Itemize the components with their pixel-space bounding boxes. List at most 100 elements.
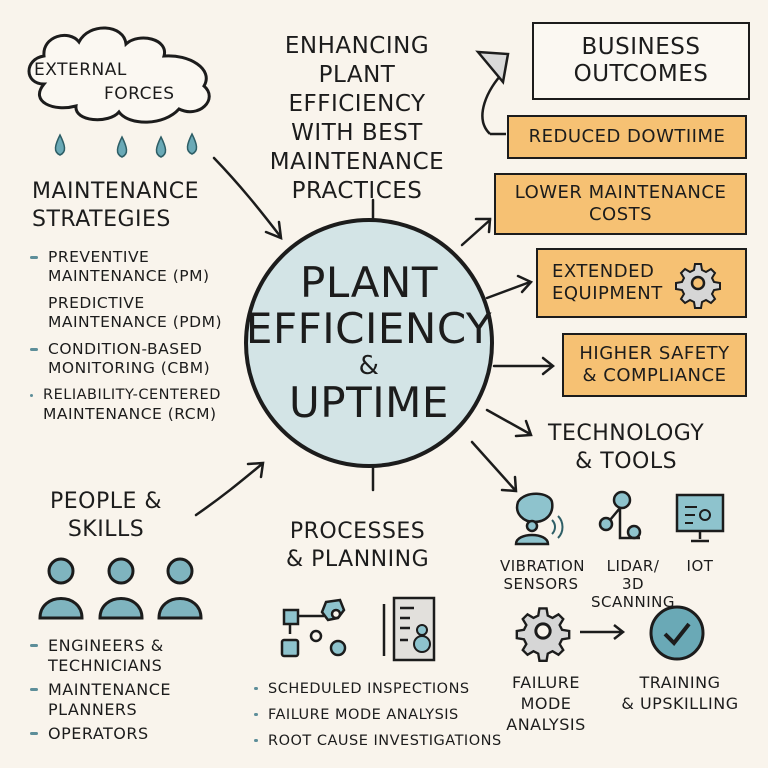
- iot-monitor-icon: [675, 493, 725, 543]
- center-ampersand: &: [358, 351, 380, 381]
- business-outcomes-title-line1: Business: [581, 34, 701, 60]
- bullet-icon: [254, 739, 258, 742]
- section-title-line: Technology: [548, 421, 705, 446]
- business-outcomes-box: Business Outcomes: [532, 22, 750, 100]
- gear-icon: [515, 607, 571, 662]
- business-outcomes-title-line2: Outcomes: [573, 61, 709, 87]
- section-title-line: Strategies: [32, 207, 171, 232]
- list-item: Operators: [30, 724, 171, 744]
- title-line: Practices: [291, 178, 423, 204]
- tool-label-line: IoT: [686, 557, 714, 575]
- flow-label-line: Failure: [512, 673, 580, 692]
- section-title-line: People &: [50, 489, 163, 514]
- center-title-line2: Efficiency: [245, 304, 493, 353]
- list-item-text: Maintenance (PM): [48, 267, 210, 285]
- list-item-text: Maintenance (RCM): [43, 405, 217, 423]
- flow-label-line: Training: [639, 673, 721, 692]
- cloud-label-line1: External: [34, 60, 127, 80]
- flow-label-line: & Upskilling: [621, 694, 739, 713]
- list-item: Engineers &Technicians: [30, 636, 171, 676]
- checklist-document-icon: [382, 596, 436, 662]
- list-item-text: Maintenance (PdM): [48, 313, 222, 331]
- curved-arrow-icon: [475, 50, 510, 136]
- outcome-extended-equipment: Extended Equipment: [536, 248, 747, 318]
- outcome-label: Lower Maintenance: [514, 182, 727, 203]
- title-line: with Best: [291, 120, 423, 146]
- outcome-lower-costs: Lower Maintenance Costs: [494, 173, 747, 235]
- processes-planning-title: Processes & Planning: [286, 518, 429, 574]
- raindrops-icon: [54, 132, 198, 158]
- list-item: Reliability-CenteredMaintenance (RCM): [30, 386, 222, 424]
- list-item-text: Technicians: [48, 656, 163, 675]
- processes-planning-list: Scheduled Inspections Failure Mode Analy…: [254, 676, 502, 754]
- list-item-text: Failure Mode Analysis: [268, 707, 459, 723]
- section-title-line: & Planning: [286, 547, 430, 572]
- outcome-label: & Compliance: [582, 365, 727, 386]
- center-hub: Plant Efficiency & Uptime: [244, 218, 494, 468]
- cloud-icon: [27, 26, 211, 124]
- outcome-higher-safety: Higher Safety & Compliance: [562, 333, 747, 397]
- outcome-label: Costs: [588, 204, 653, 225]
- bullet-icon: [30, 394, 33, 397]
- maintenance-strategies-list: PreventiveMaintenance (PM) PredictiveMai…: [30, 248, 222, 424]
- people-skills-list: Engineers &Technicians MaintenancePlanne…: [30, 636, 171, 744]
- list-item: Failure Mode Analysis: [254, 702, 502, 728]
- list-item: PredictiveMaintenance (PdM): [30, 294, 222, 332]
- section-title-line: Skills: [67, 517, 145, 542]
- section-title-line: Maintenance: [32, 179, 200, 204]
- tool-label-iot: IoT: [672, 557, 728, 575]
- flow-label-training: Training & Upskilling: [614, 672, 746, 714]
- list-item: Scheduled Inspections: [254, 676, 502, 702]
- list-item-text: Maintenance: [48, 680, 171, 699]
- list-item: MaintenancePlanners: [30, 680, 171, 720]
- technology-tools-title: Technology & Tools: [548, 420, 704, 476]
- list-item-text: Predictive: [48, 294, 145, 312]
- tool-label-lidar: LiDAR/ 3D Scanning: [588, 557, 678, 611]
- tool-label-line: LiDAR/: [606, 557, 660, 575]
- title-line: Maintenance: [269, 149, 445, 175]
- vibration-sensor-icon: [514, 492, 564, 546]
- page-title: Enhancing Plant Efficiency with Best Mai…: [248, 32, 466, 206]
- outcome-label: Higher Safety: [579, 343, 730, 364]
- list-item-text: Monitoring (CBM): [48, 359, 211, 377]
- bullet-icon: [30, 256, 38, 259]
- tool-label-line: 3D Scanning: [591, 575, 675, 611]
- arrow-icon: [580, 624, 626, 640]
- tool-label-vibration: Vibration Sensors: [500, 557, 586, 593]
- check-circle-icon: [649, 605, 705, 661]
- bullet-icon: [30, 732, 38, 735]
- list-item-text: Condition-Based: [48, 340, 203, 358]
- list-item-text: Engineers &: [48, 636, 164, 655]
- people-group-icon: [38, 557, 203, 620]
- list-item-text: Scheduled Inspections: [268, 681, 470, 697]
- people-skills-title: People & Skills: [50, 488, 162, 544]
- center-title-line3: Uptime: [289, 378, 449, 427]
- title-line: Plant Efficiency: [288, 62, 426, 117]
- outcome-label: Reduced Dowtiime: [528, 126, 726, 147]
- workflow-diagram-icon: [280, 598, 347, 658]
- maintenance-strategies-title: Maintenance Strategies: [32, 178, 199, 234]
- section-title-line: & Tools: [575, 449, 678, 474]
- outcome-reduced-downtime: Reduced Dowtiime: [507, 115, 747, 159]
- bullet-icon: [30, 348, 38, 351]
- list-item-text: Root Cause Investigations: [268, 733, 502, 749]
- bullet-icon: [254, 713, 258, 716]
- flow-label-line: Mode: [520, 694, 572, 713]
- tool-label-line: Vibration: [500, 557, 586, 575]
- flow-label-line: Analysis: [506, 715, 586, 734]
- bullet-icon: [30, 688, 38, 691]
- tool-label-line: Sensors: [503, 575, 579, 593]
- list-item: PreventiveMaintenance (PM): [30, 248, 222, 286]
- gear-icon: [674, 263, 721, 309]
- center-title-line1: Plant: [300, 258, 438, 307]
- list-item: Root Cause Investigations: [254, 728, 502, 754]
- list-item-text: Preventive: [48, 248, 150, 266]
- list-item-text: Planners: [48, 700, 138, 719]
- outcome-label: Equipment: [552, 283, 663, 304]
- arrow-icon: [212, 156, 282, 238]
- lidar-scanner-icon: [598, 490, 642, 540]
- cloud-label-line2: Forces: [104, 84, 175, 104]
- section-title-line: Processes: [289, 519, 426, 544]
- bullet-icon: [254, 687, 258, 690]
- list-item-text: Reliability-Centered: [43, 387, 221, 403]
